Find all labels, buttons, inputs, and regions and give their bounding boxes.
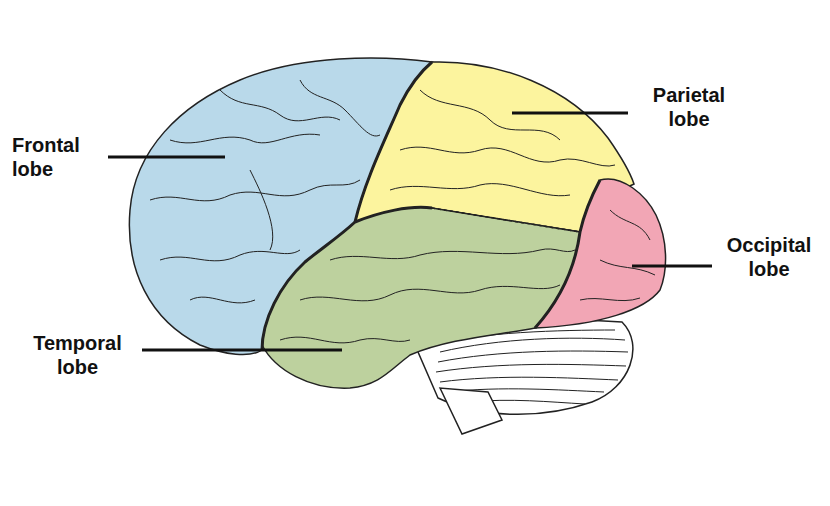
leader-line [632,265,712,268]
lobe-label: Occipital lobe [716,233,822,281]
lobe-label: Parietal lobe [638,83,740,131]
leader-line [142,349,342,352]
leader-line [512,112,628,115]
leader-line [108,156,225,159]
lobe-label: Frontal lobe [12,133,112,181]
lobe-label: Temporal lobe [20,331,135,379]
